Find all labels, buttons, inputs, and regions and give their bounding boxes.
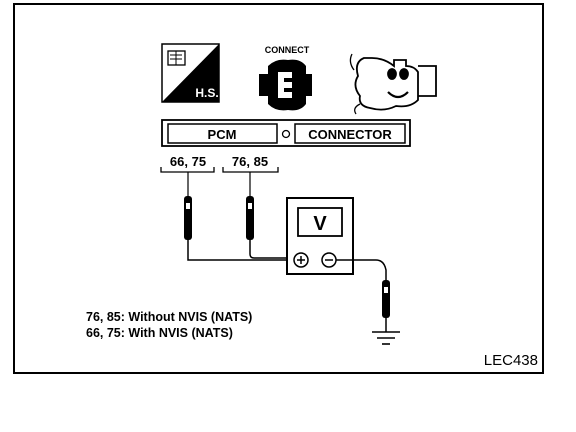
voltmeter: V	[286, 197, 354, 275]
hs-icon: H.S.	[161, 43, 220, 103]
wire-right	[249, 240, 290, 259]
diagram-frame	[13, 3, 544, 374]
ground-symbol-icon	[372, 331, 400, 345]
pcm-label: PCM	[208, 127, 237, 142]
note-line-2: 66, 75: With NVIS (NATS)	[86, 326, 233, 340]
wire-ground	[336, 259, 387, 282]
terminal-label-left: 66, 75	[170, 154, 206, 169]
connect-label: CONNECT	[265, 45, 310, 55]
connector-label: CONNECTOR	[308, 127, 392, 142]
engine-icon	[349, 53, 437, 115]
wire-left	[187, 240, 290, 261]
terminal-label-right: 76, 85	[232, 154, 268, 169]
probe-right	[246, 196, 254, 240]
probe-ground	[382, 280, 390, 318]
connect-icon: CONNECT	[259, 45, 312, 111]
figure-code: LEC438	[484, 352, 538, 369]
note-line-1: 76, 85: Without NVIS (NATS)	[86, 310, 252, 324]
hs-label: H.S.	[195, 86, 218, 100]
probe-left	[184, 196, 192, 240]
connector-latch	[281, 129, 291, 139]
meter-unit: V	[313, 213, 327, 235]
pcm-connector: PCM CONNECTOR	[161, 119, 411, 147]
